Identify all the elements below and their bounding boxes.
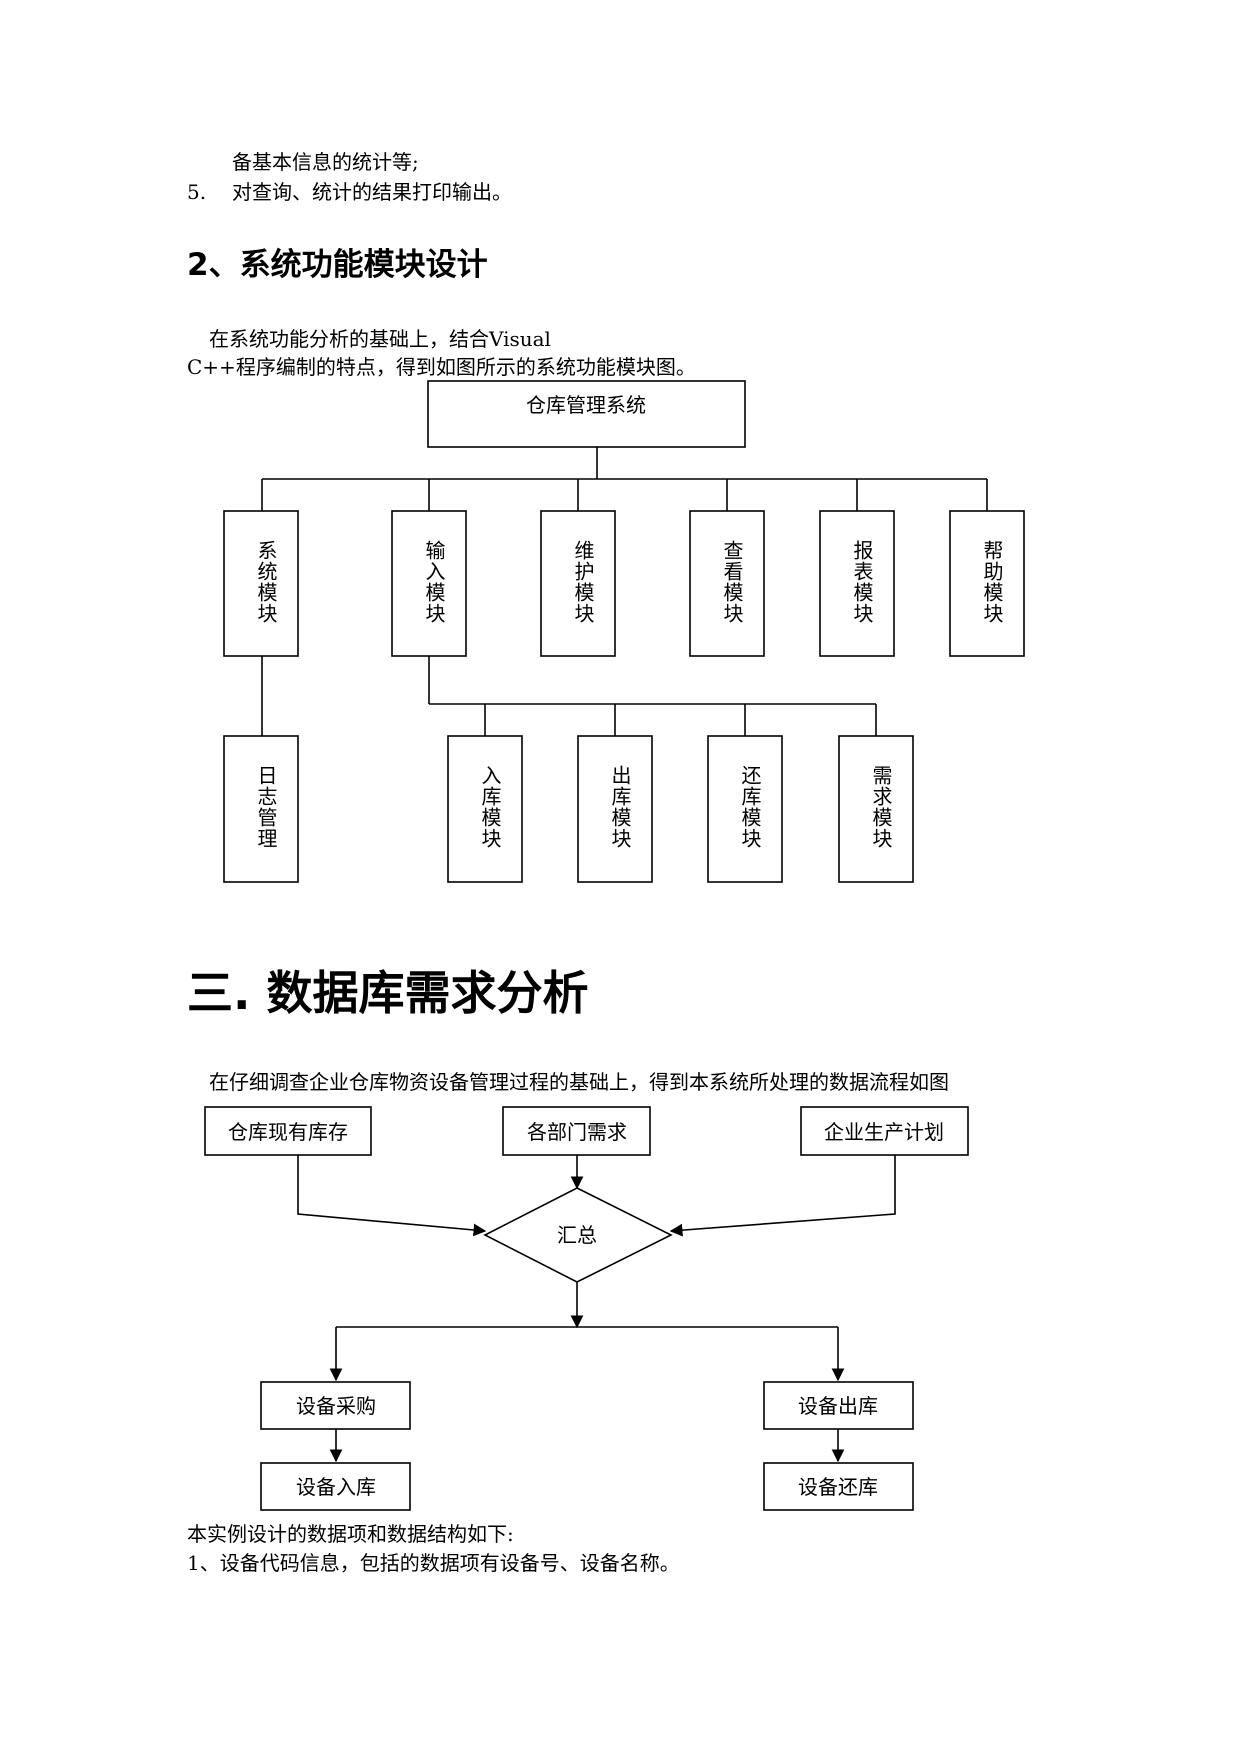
submodule-node-return-label: 还库模块 bbox=[738, 765, 762, 849]
submodule-node-demand-label: 需求模块 bbox=[869, 765, 893, 849]
flow-node-stock-in bbox=[260, 1462, 411, 1511]
module-node-system-label: 系统模块 bbox=[254, 540, 278, 624]
section-3-paragraph: 在仔细调查企业仓库物资设备管理过程的基础上，得到本系统所处理的数据流程如图 bbox=[209, 1070, 949, 1094]
flow-source-plan bbox=[800, 1106, 969, 1156]
flow-arrow-stock-to-summary bbox=[297, 1155, 487, 1237]
flow-source-stock-label: 仓库现有库存 bbox=[228, 1120, 348, 1144]
flow-node-return bbox=[763, 1462, 914, 1511]
root-node bbox=[427, 380, 746, 448]
closing-line-2: 1、设备代码信息，包括的数据项有设备号、设备名称。 bbox=[187, 1551, 680, 1575]
flow-node-stock-in-label: 设备入库 bbox=[296, 1475, 376, 1499]
flow-source-plan-label: 企业生产计划 bbox=[824, 1120, 944, 1144]
module-node-help bbox=[949, 510, 1025, 657]
submodule-node-stock-in-label: 入库模块 bbox=[478, 765, 502, 849]
list-item-5-number: 5. bbox=[187, 180, 207, 204]
section-2-heading: 2、系统功能模块设计 bbox=[187, 247, 488, 283]
flow-arrow-plan-to-summary bbox=[669, 1155, 896, 1237]
module-node-system bbox=[223, 510, 299, 657]
submodule-node-stock-out bbox=[577, 735, 653, 883]
submodule-node-demand bbox=[838, 735, 914, 883]
flow-node-stock-out-label: 设备出库 bbox=[798, 1394, 878, 1418]
flow-decision-summary-label: 汇总 bbox=[557, 1223, 597, 1247]
module-node-view-label: 查看模块 bbox=[720, 540, 744, 624]
module-node-maintain-label: 维护模块 bbox=[571, 540, 595, 624]
module-node-view bbox=[689, 510, 765, 657]
module-node-report bbox=[819, 510, 895, 657]
flow-source-demand-label: 各部门需求 bbox=[527, 1120, 627, 1144]
flow-source-demand bbox=[502, 1106, 651, 1156]
list-item-4-continuation: 备基本信息的统计等; bbox=[232, 150, 419, 174]
module-node-maintain bbox=[540, 510, 616, 657]
module-node-help-label: 帮助模块 bbox=[980, 540, 1004, 624]
root-node-label: 仓库管理系统 bbox=[526, 393, 646, 417]
flow-source-stock bbox=[204, 1106, 372, 1156]
submodule-node-stock-in bbox=[447, 735, 523, 883]
submodule-node-log bbox=[223, 735, 299, 883]
submodule-node-return bbox=[707, 735, 783, 883]
module-node-report-label: 报表模块 bbox=[850, 540, 874, 624]
flow-node-purchase-label: 设备采购 bbox=[296, 1394, 376, 1418]
list-item-5-text: 对查询、统计的结果打印输出。 bbox=[232, 180, 512, 204]
submodule-node-log-label: 日志管理 bbox=[254, 765, 278, 849]
section-2-paragraph-line-1: 在系统功能分析的基础上，结合Visual bbox=[209, 327, 551, 351]
flow-node-purchase bbox=[260, 1381, 411, 1430]
module-node-input bbox=[391, 510, 467, 657]
module-node-input-label: 输入模块 bbox=[422, 540, 446, 624]
closing-line-1: 本实例设计的数据项和数据结构如下: bbox=[187, 1522, 514, 1546]
section-3-heading: 三. 数据库需求分析 bbox=[187, 966, 589, 1020]
flow-node-stock-out bbox=[763, 1381, 914, 1430]
flow-node-return-label: 设备还库 bbox=[798, 1475, 878, 1499]
section-2-paragraph-line-2: C++程序编制的特点，得到如图所示的系统功能模块图。 bbox=[187, 355, 696, 379]
submodule-node-stock-out-label: 出库模块 bbox=[608, 765, 632, 849]
flow-decision-summary bbox=[483, 1187, 673, 1283]
